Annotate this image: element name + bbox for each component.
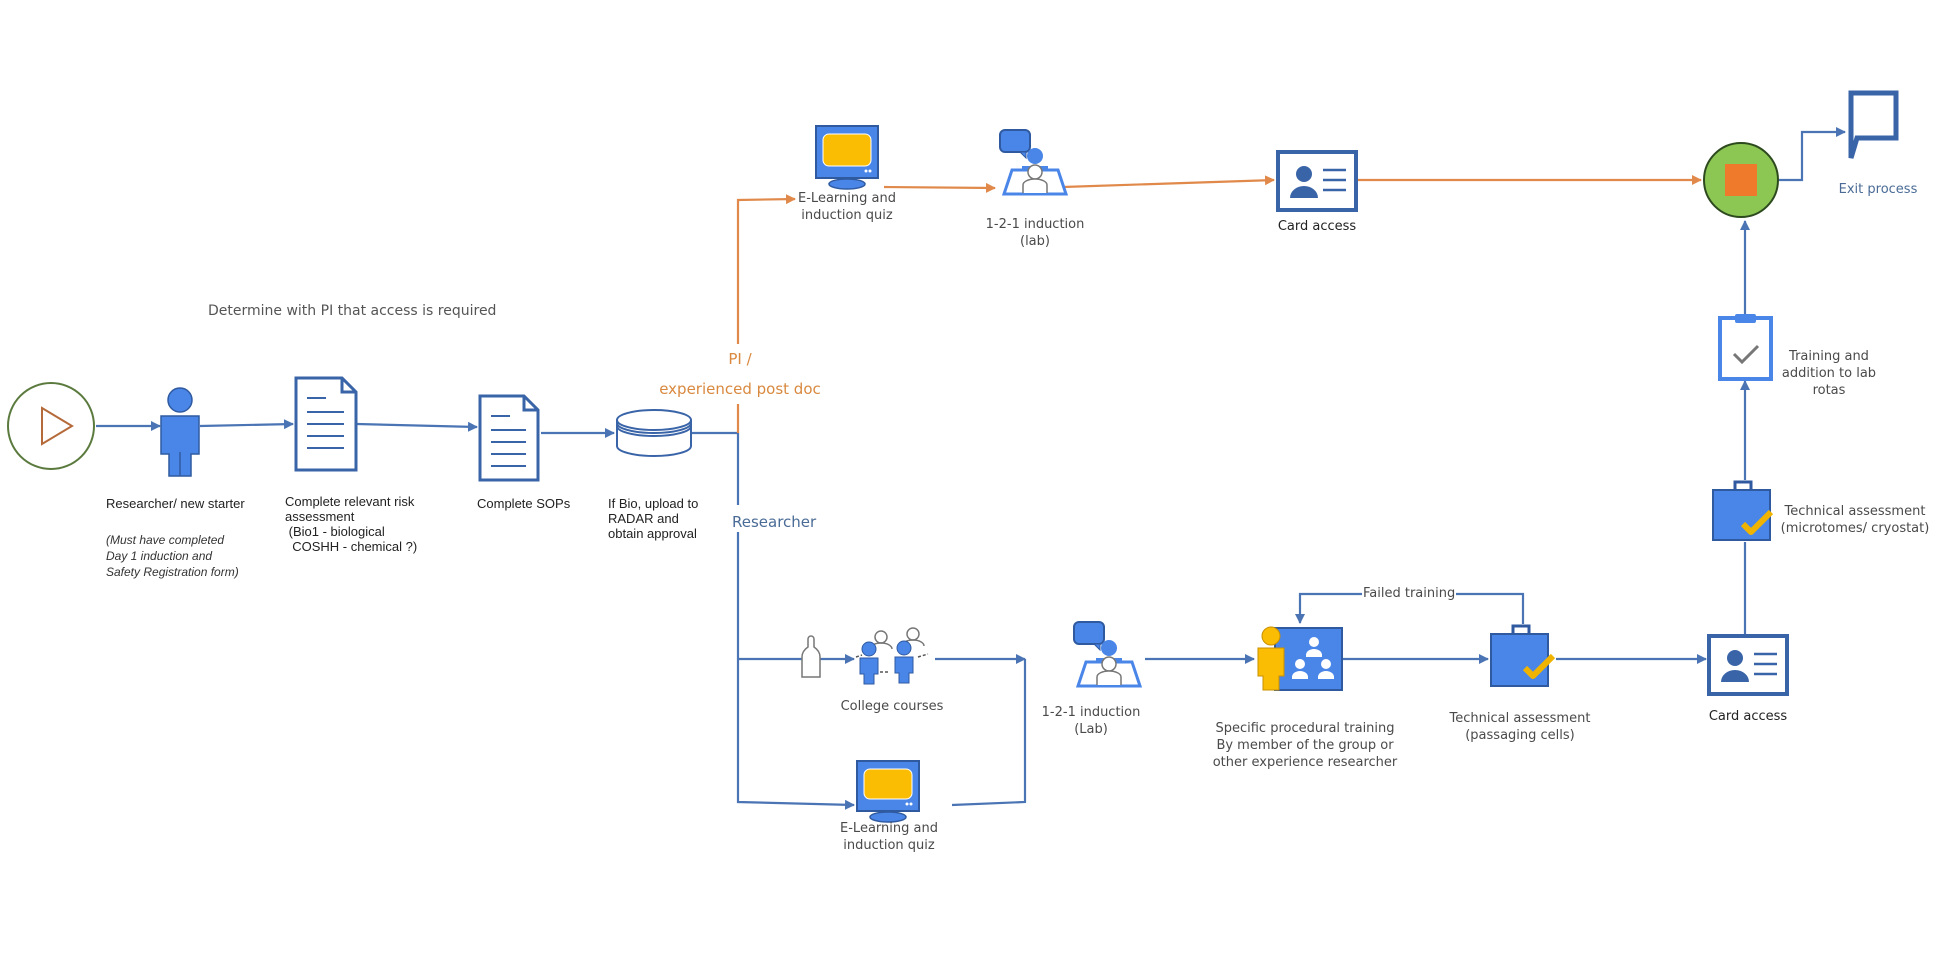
induction-icon bbox=[1073, 621, 1143, 688]
edge-elearn-induction-top bbox=[883, 182, 996, 193]
procedural-label: Specific procedural training By member o… bbox=[1212, 721, 1398, 770]
end-event bbox=[1703, 142, 1779, 218]
database-icon bbox=[616, 409, 692, 457]
start-event bbox=[7, 382, 95, 470]
researcher-label: Researcher/ new starter bbox=[106, 496, 245, 511]
branch-label-researcher: Researcher bbox=[730, 513, 819, 531]
induction-top-label: 1-2-1 induction (lab) bbox=[985, 217, 1085, 249]
tech-cells-label: Technical assessment (passaging cells) bbox=[1449, 711, 1591, 743]
note-determine-access: Determine with PI that access is require… bbox=[208, 303, 497, 319]
edge-end-exit bbox=[1779, 127, 1846, 182]
id-card-icon bbox=[1707, 634, 1789, 696]
college-group-icon bbox=[801, 627, 929, 685]
stop-icon bbox=[1725, 164, 1757, 196]
failed-training-label: Failed training bbox=[1362, 585, 1457, 602]
branch-label-pi: PI / experienced post doc bbox=[655, 344, 825, 404]
document-icon bbox=[294, 376, 358, 472]
induction-bottom-label: 1-2-1 induction (Lab) bbox=[1041, 705, 1141, 737]
edge-risk-sops bbox=[356, 421, 478, 432]
college-label: College courses bbox=[840, 699, 944, 714]
induction-icon bbox=[999, 129, 1069, 196]
monitor-icon bbox=[815, 125, 879, 190]
training-group-icon bbox=[1257, 626, 1343, 691]
card-bottom-label: Card access bbox=[1708, 709, 1788, 724]
document-icon bbox=[478, 394, 540, 482]
exit-flag-icon bbox=[1848, 90, 1899, 159]
id-card-icon bbox=[1276, 150, 1358, 212]
radar-label: If Bio, upload to RADAR and obtain appro… bbox=[608, 496, 699, 541]
sops-label: Complete SOPs bbox=[477, 496, 571, 511]
card-top-label: Card access bbox=[1277, 219, 1357, 234]
edge-researcher-down bbox=[736, 532, 855, 810]
edge-researcher-risk bbox=[199, 419, 294, 430]
exit-label: Exit process bbox=[1838, 182, 1918, 197]
risk-assessment-label: Complete relevant risk assessment (Bio1 … bbox=[285, 494, 418, 554]
elearn-top-label: E-Learning and induction quiz bbox=[798, 191, 896, 223]
edge-pi-to-elearn bbox=[736, 194, 796, 348]
tech-micro-label: Technical assessment (microtomes/ cryost… bbox=[1780, 504, 1930, 536]
clipboard-check-icon bbox=[1718, 314, 1773, 381]
person-icon bbox=[160, 387, 200, 477]
researcher-sublabel: (Must have completed Day 1 induction and… bbox=[106, 533, 239, 579]
elearn-bottom-label: E-Learning and induction quiz bbox=[840, 821, 938, 853]
play-icon bbox=[41, 406, 74, 446]
rotas-label: Training and addition to lab rotas bbox=[1781, 349, 1877, 398]
edge-induction-card-top bbox=[1062, 175, 1275, 189]
briefcase-check-icon bbox=[1712, 480, 1774, 541]
edge-elearn-bottom-merge bbox=[951, 659, 1027, 807]
monitor-icon bbox=[856, 760, 920, 823]
briefcase-check-icon bbox=[1490, 624, 1556, 687]
